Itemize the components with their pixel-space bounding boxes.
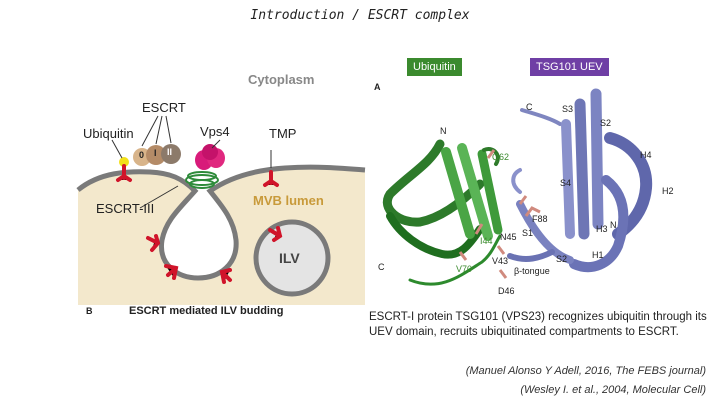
ubiquitin-dot-icon [119,157,129,167]
s4-label: S4 [560,178,571,188]
s3-label: S3 [562,104,573,114]
tsg101-uev-badge: TSG101 UEV [530,58,609,76]
panel-b-label: B [86,306,93,316]
h2-label: H2 [662,186,674,196]
escrt-2-label: II [167,147,173,157]
d46-label: D46 [498,286,515,296]
s1-label: S1 [522,228,533,238]
i44-label: I44 [480,236,493,246]
h4-label: H4 [640,150,652,160]
tsg-c-terminus: C [526,102,533,112]
tsg101-ribbon [507,88,653,273]
escrt3-label: ESCRT-III [96,201,155,216]
tmp-marker-icons [116,164,283,284]
v43-label: V43 [492,256,508,266]
beta-tongue-label: β-tongue [514,266,550,276]
q62-label: Q62 [492,152,509,162]
escrt-budding-diagram: Cytoplasm ESCRT Ubiquitin Vps4 TMP ESCRT… [70,60,370,320]
page-title: Introduction / ESCRT complex [250,8,470,23]
v70-label: V70 [456,264,472,274]
vps4-label: Vps4 [200,124,230,139]
escrt-0-label: 0 [139,150,145,160]
f88-label: F88 [532,214,548,224]
tmp-label: TMP [269,126,297,141]
side-chains [458,149,541,279]
protein-structure: N C Q62 I44 V70 N45 V43 D46 S1 S2 β-tong… [378,88,674,296]
escrt-1-label: I [154,148,157,158]
tsg-n-terminus: N [610,220,617,230]
limiting-membrane [76,164,366,281]
vps4-icon [195,144,225,170]
ub-n-terminus: N [440,126,447,136]
reference-1: (Manuel Alonso Y Adell, 2016, The FEBS j… [465,365,706,377]
panel-a-label: A [374,82,381,92]
ilv-label: ILV [279,250,300,266]
membrane-drawing [76,115,366,305]
description-text: ESCRT-I protein TSG101 (VPS23) recognize… [369,311,707,338]
cytoplasm-label: Cytoplasm [248,72,315,87]
s2-lower-label: S2 [556,254,567,264]
ubiquitin-badge: Ubiquitin [407,58,462,76]
n45-label: N45 [500,232,517,242]
mvb-lumen-label: MVB lumen [253,193,324,208]
escrt-label: ESCRT [142,100,186,115]
ubiquitin-label: Ubiquitin [83,126,134,141]
escrt-1-icon [146,145,166,165]
escrt-2-icon [161,144,181,164]
diagram-caption: ESCRT mediated ILV budding [129,305,284,317]
ub-c-terminus: C [378,262,385,272]
reference-2: (Wesley I. et al., 2004, Molecular Cell) [520,384,706,396]
h3-label: H3 [596,224,608,234]
ubiquitin-ribbon [383,139,503,286]
s2-upper-label: S2 [600,118,611,128]
h1-label: H1 [592,250,604,260]
